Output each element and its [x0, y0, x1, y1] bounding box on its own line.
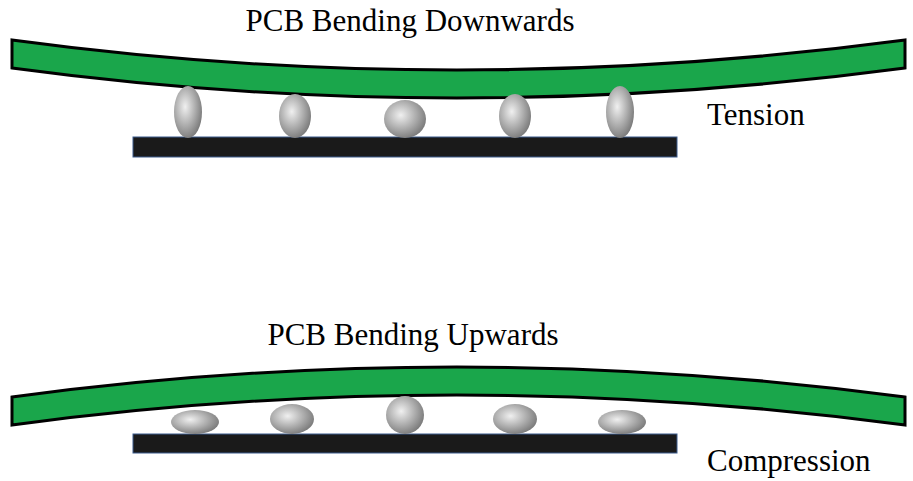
title-label: PCB Bending Downwards — [246, 4, 575, 38]
solder-ball — [499, 94, 531, 138]
solder-ball — [493, 404, 537, 434]
state-label: Tension — [707, 98, 805, 132]
solder-ball — [270, 404, 314, 434]
solder-ball — [171, 410, 219, 434]
state-label: Compression — [707, 444, 871, 478]
solder-ball — [384, 100, 426, 138]
title-label: PCB Bending Upwards — [267, 318, 558, 352]
component-package — [133, 434, 677, 453]
solder-ball — [386, 396, 424, 434]
solder-ball — [598, 410, 646, 434]
solder-ball — [279, 94, 311, 138]
component-package — [133, 137, 677, 157]
pcb-board — [12, 40, 905, 98]
solder-ball — [174, 86, 202, 138]
solder-ball — [606, 86, 634, 138]
pcb-board — [12, 367, 905, 425]
